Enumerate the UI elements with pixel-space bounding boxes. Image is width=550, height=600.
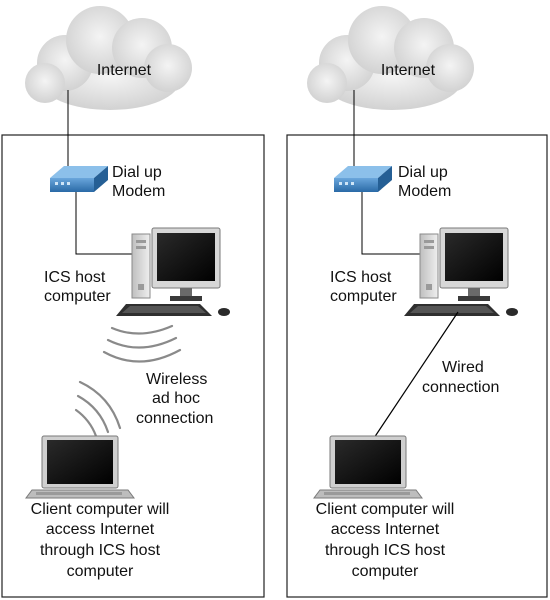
client-label-line-1: Client computer will — [316, 501, 455, 518]
connection-label-line-1: Wired — [442, 359, 484, 376]
connection-label-line-2: ad hoc — [152, 390, 200, 407]
cloud-label: Internet — [97, 62, 152, 79]
connection-label-line-3: connection — [136, 410, 213, 427]
left-panel-border — [1, 134, 265, 598]
client-label-line-4: computer — [67, 563, 134, 580]
modem-icon — [334, 166, 392, 192]
client-label-line-4: computer — [352, 563, 419, 580]
host-label-line-1: ICS host — [44, 269, 106, 286]
client-label-line-2: access Internet — [46, 521, 155, 538]
connection-label-line-2: connection — [422, 379, 499, 396]
client-label-line-2: access Internet — [331, 521, 440, 538]
wireless-signal-icon — [102, 324, 182, 363]
client-laptop-icon — [25, 435, 135, 499]
wireless-receive-icon — [74, 380, 122, 438]
host-desktop-icon — [403, 227, 519, 317]
modem-label-line-1: Dial up — [398, 164, 448, 181]
client-label-line-3: through ICS host — [325, 542, 446, 559]
host-label-line-1: ICS host — [330, 269, 392, 286]
modem-to-host-line — [361, 192, 422, 255]
client-label-line-3: through ICS host — [40, 542, 161, 559]
host-label-line-2: computer — [44, 288, 111, 305]
internet-cloud-icon — [307, 6, 474, 110]
modem-icon — [50, 166, 108, 192]
host-desktop-icon — [115, 227, 231, 317]
modem-label-line-2: Modem — [112, 183, 165, 200]
modem-label-line-2: Modem — [398, 183, 451, 200]
right-panel: Internet Dial up Modem ICS host computer… — [286, 6, 548, 598]
host-label-line-2: computer — [330, 288, 397, 305]
left-panel: Internet Dial up Modem ICS host computer… — [1, 6, 265, 598]
connection-label-line-1: Wireless — [146, 371, 207, 388]
modem-to-host-line — [75, 192, 134, 255]
client-label-line-1: Client computer will — [31, 501, 170, 518]
right-panel-border — [286, 134, 548, 598]
client-laptop-icon — [313, 435, 423, 499]
wired-cable-line — [369, 311, 459, 445]
internet-cloud-icon — [25, 6, 192, 110]
cloud-label: Internet — [381, 62, 436, 79]
modem-label-line-1: Dial up — [112, 164, 162, 181]
